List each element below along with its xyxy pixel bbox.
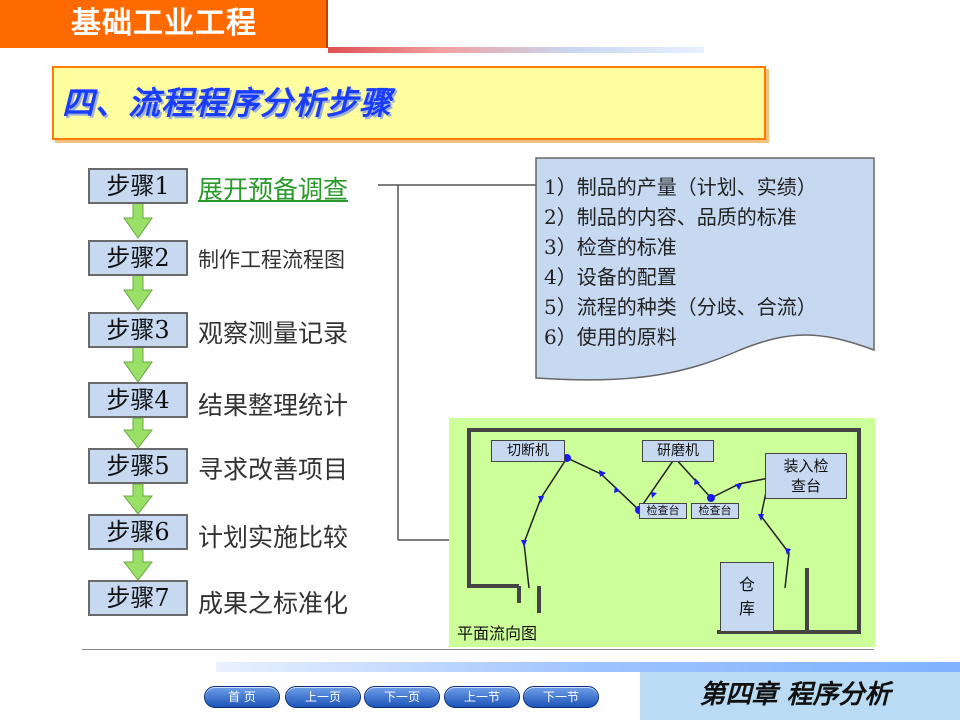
chapter-label: 第四章 程序分析 — [699, 680, 891, 710]
loading-inspection-box: 装入检 查台 — [765, 453, 847, 499]
header-gradient-line — [328, 47, 704, 53]
course-title: 基础工业工程 — [71, 6, 257, 41]
wall-outline — [467, 428, 861, 634]
chapter-box — [640, 672, 960, 720]
step-desc-7: 成果之标准化 — [198, 589, 349, 618]
step-desc-4: 结果整理统计 — [198, 391, 349, 420]
flow-arrow-icon — [521, 540, 527, 547]
flow-arrow-icon — [538, 496, 544, 503]
inspection-table-1: 检查台 — [639, 503, 687, 519]
step-box-7: 步骤7 — [88, 580, 188, 616]
step-box-6: 步骤6 — [88, 514, 188, 550]
grinder-machine-box: 研磨机 — [642, 440, 714, 462]
step-desc-5: 寻求改善项目 — [198, 455, 349, 484]
step-desc-3: 观察测量记录 — [198, 319, 349, 348]
arrow-down-icon — [122, 417, 154, 449]
next-section-button[interactable]: 下一节 — [523, 686, 599, 708]
flow-node — [707, 494, 715, 502]
flow-arrow-icon — [735, 484, 742, 490]
flow-arrow-icon — [614, 486, 620, 493]
arrow-down-icon — [123, 201, 153, 239]
step-desc-6: 计划实施比较 — [198, 523, 349, 552]
flow-arrow-icon — [758, 514, 764, 521]
note-box — [535, 157, 875, 381]
step-box-2: 步骤2 — [88, 240, 188, 276]
header-bar — [0, 0, 328, 48]
plan-caption: 平面流向图 — [457, 624, 538, 643]
warehouse-label-line2: 库 — [738, 599, 755, 618]
step-desc-1[interactable]: 展开预备调查 — [198, 175, 349, 204]
step-box-3: 步骤3 — [88, 312, 188, 348]
home-button[interactable]: 首 页 — [204, 686, 280, 708]
arrow-down-icon — [123, 273, 153, 311]
step-box-5: 步骤5 — [88, 448, 188, 484]
cutter-machine-box: 切断机 — [491, 440, 565, 462]
flow-arrow-icon — [785, 548, 791, 555]
section-title-box — [52, 66, 766, 140]
warehouse-label-line1: 仓 — [738, 575, 755, 594]
flow-arrow-icon — [694, 478, 700, 485]
footer-band — [216, 662, 960, 672]
list-item: 6）使用的原料 — [544, 325, 677, 349]
list-item: 4）设备的配置 — [544, 265, 677, 289]
loading-label-line2: 查台 — [790, 477, 821, 495]
list-item: 5）流程的种类（分歧、合流） — [544, 295, 817, 319]
flow-arrow-icon — [599, 470, 606, 477]
list-item: 2）制品的内容、品质的标准 — [544, 205, 797, 229]
flow-arrow-icon — [651, 492, 657, 498]
section-title: 四、流程程序分析步骤 — [62, 84, 393, 122]
warehouse-box: 仓 库 — [720, 562, 774, 632]
flow-node — [563, 454, 571, 462]
prev-page-button[interactable]: 上一页 — [285, 686, 361, 708]
step-box-1: 步骤1 — [88, 168, 188, 204]
prev-section-button[interactable]: 上一节 — [444, 686, 520, 708]
list-item: 3）检查的标准 — [544, 235, 677, 259]
divider — [82, 649, 874, 650]
step-box-4: 步骤4 — [88, 382, 188, 418]
arrow-down-icon — [122, 483, 154, 515]
inspection-table-2: 检查台 — [691, 503, 739, 519]
loading-label-line1: 装入检 — [783, 457, 829, 475]
survey-items-list: 1）制品的产量（计划、实绩） 2）制品的内容、品质的标准 3）检查的标准 4）设… — [544, 172, 817, 352]
arrow-down-icon — [122, 549, 154, 581]
next-page-button[interactable]: 下一页 — [364, 686, 440, 708]
arrow-down-icon — [123, 345, 153, 383]
list-item: 1）制品的产量（计划、实绩） — [544, 175, 817, 199]
step-desc-2: 制作工程流程图 — [198, 248, 345, 272]
